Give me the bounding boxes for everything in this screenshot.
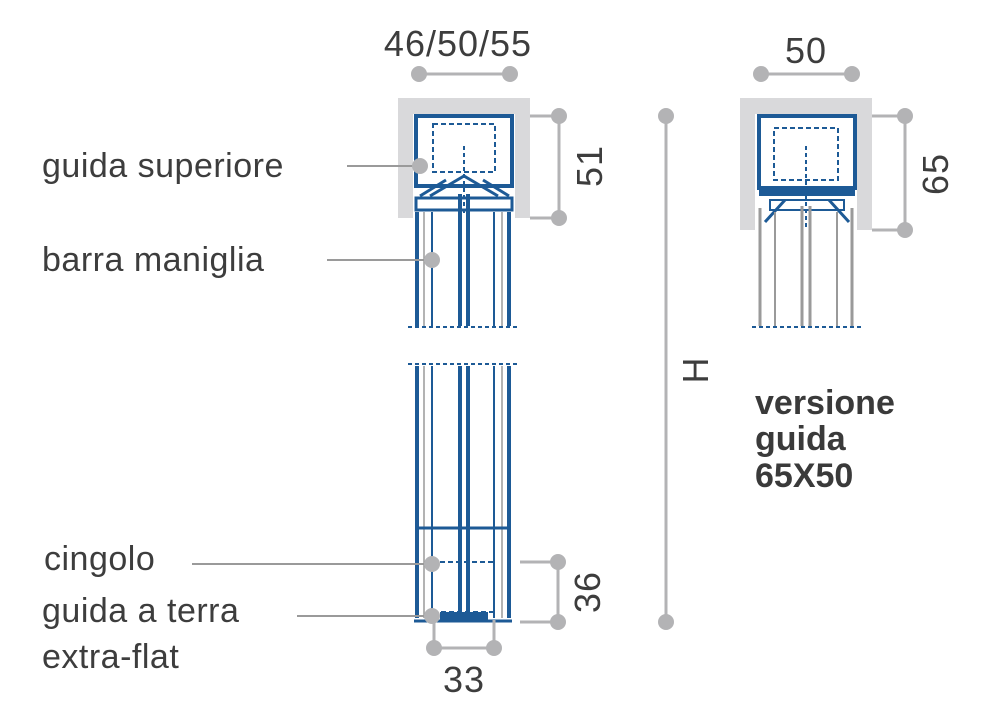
dim-bottom-width: 33 [443,659,485,700]
dimension-lines [411,66,913,656]
callout-leaders [192,158,440,624]
right-profile-drawing [740,98,872,328]
label-cingolo: cingolo [44,540,155,578]
variant-title-line2: guida [755,420,847,458]
top-carriage [414,114,514,188]
top-guide-housing-65x50 [740,98,872,230]
variant-title-line1: versione [755,384,895,422]
right-shaft [752,206,862,328]
dim-top-width-right: 50 [785,30,827,71]
dim-height-bottom: 36 [567,571,608,613]
lower-shaft [408,363,520,623]
label-extra-flat: extra-flat [42,638,179,676]
floor-guide [440,612,488,620]
top-guide-housing [398,98,530,218]
label-guida-superiore: guida superiore [42,147,284,185]
dim-height-right-top: 65 [915,153,956,195]
left-profile-drawing [398,98,530,623]
label-barra-maniglia: barra maniglia [42,241,264,279]
upper-shaft [408,194,520,328]
dim-height-total: H [675,357,716,384]
label-guida-a-terra: guida a terra [42,592,239,630]
variant-title-line3: 65X50 [755,457,853,495]
dim-height-left-top: 51 [569,145,610,187]
dim-top-width-left: 46/50/55 [384,23,532,64]
